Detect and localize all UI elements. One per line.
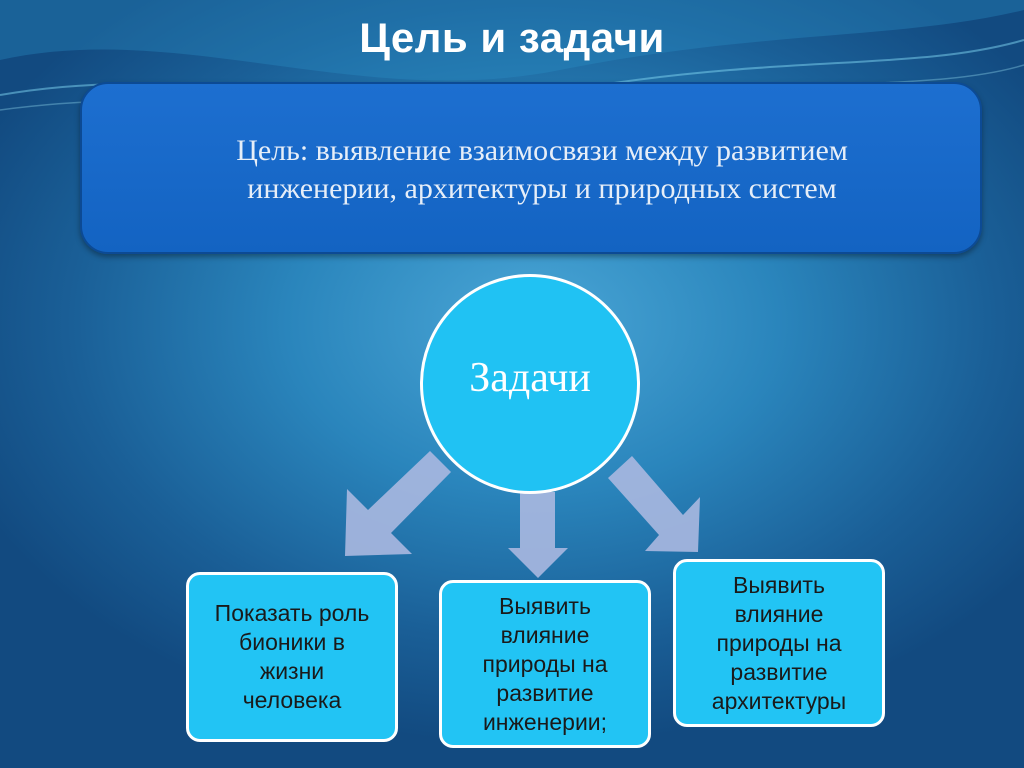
task-3-line-2: влияние: [734, 600, 824, 627]
arrow-middle: [508, 492, 568, 578]
goal-box: Цель: выявление взаимосвязи между развит…: [80, 82, 982, 254]
task-2-line-1: Выявить: [499, 592, 591, 619]
arrow-left: [345, 451, 451, 556]
task-1-line-1: Показать роль: [214, 600, 370, 626]
slide-title: Цель и задачи: [359, 14, 665, 61]
task-box-bionics: Показать роль бионики в жизни человека: [186, 572, 398, 742]
task-1-line-2: бионики в: [239, 629, 345, 655]
task-2-line-2: влияние: [500, 621, 590, 648]
goal-line-2: инженерии, архитектуры и природных систе…: [247, 172, 837, 205]
task-box-architecture: Выявить влияние природы на развитие архи…: [673, 559, 885, 727]
task-box-engineering: Выявить влияние природы на развитие инже…: [439, 580, 651, 748]
arrow-right: [608, 456, 700, 552]
tasks-circle: Задачи: [420, 274, 640, 494]
goal-text: Цель: выявление взаимосвязи между развит…: [142, 132, 942, 208]
goal-line-1: Цель: выявление взаимосвязи между развит…: [236, 134, 848, 167]
task-2-line-5: инженерии;: [482, 708, 608, 735]
wave-1: [0, 0, 1024, 81]
task-3-line-1: Выявить: [733, 571, 825, 598]
task-3-line-5: архитектуры: [711, 687, 847, 714]
task-3-line-4: развитие: [730, 658, 828, 685]
task-1-line-4: человека: [242, 687, 342, 713]
task-2-line-4: развитие: [496, 679, 594, 706]
task-1-line-3: жизни: [259, 658, 325, 684]
tasks-circle-label: Задачи: [469, 355, 591, 401]
task-2-line-3: природы на: [482, 650, 608, 677]
task-3-line-3: природы на: [716, 629, 842, 656]
